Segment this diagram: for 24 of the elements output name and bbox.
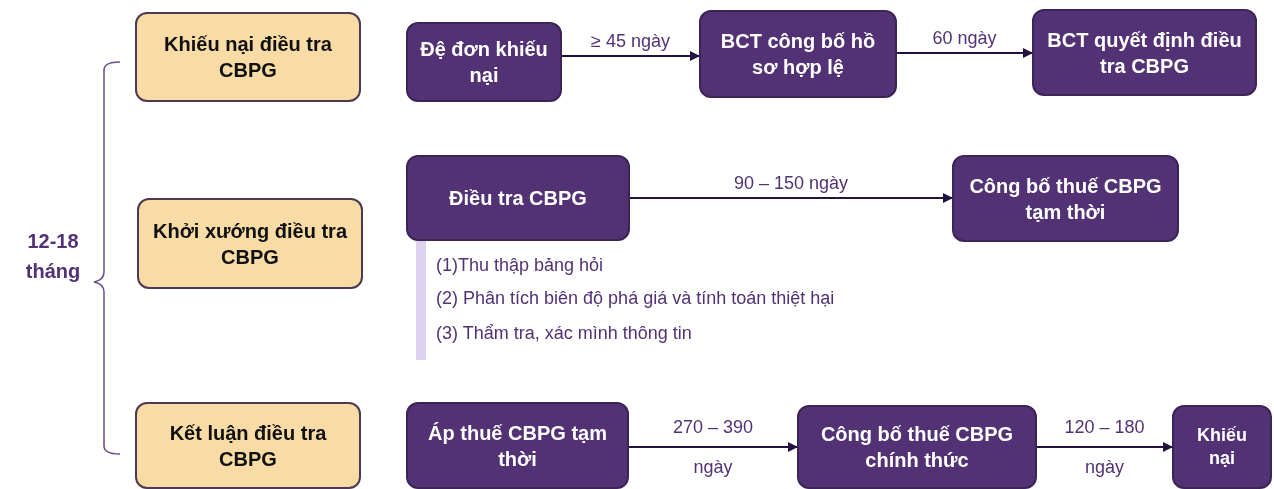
stage-box: Kết luận điều tra CBPG (135, 402, 361, 489)
process-box: Công bố thuế CBPG tạm thời (952, 155, 1179, 242)
process-box: BCT công bố hồ sơ hợp lệ (699, 10, 897, 98)
arrow (896, 48, 1033, 58)
edge-label: 90 – 150 ngày (732, 172, 850, 194)
arrow (1036, 442, 1173, 452)
time-span-label: 12-18 tháng (24, 229, 82, 284)
stage-box: Khiếu nại điều tra CBPG (135, 12, 361, 102)
arrow (561, 51, 700, 61)
list-item: (2) Phân tích biên độ phá giá và tính toán thiệt hại (436, 288, 835, 309)
edge-label: 120 – 180 ngày (1063, 416, 1146, 479)
process-box: Khiếu nại (1172, 405, 1272, 489)
edge-label: ≥ 45 ngày (590, 30, 671, 52)
stage-box: Khởi xướng điều tra CBPG (137, 198, 363, 289)
edge-label: 60 ngày (931, 27, 998, 49)
arrow (629, 193, 953, 203)
process-box: BCT quyết định điều tra CBPG (1032, 9, 1257, 96)
process-box: Đệ đơn khiếu nại (406, 22, 562, 102)
list-item: (3) Thẩm tra, xác mình thông tin (436, 323, 692, 344)
process-box: Công bố thuế CBPG chính thức (797, 405, 1037, 489)
arrow (628, 442, 798, 452)
edge-label: 270 – 390 ngày (671, 416, 755, 479)
process-box: Áp thuế CBPG tạm thời (406, 402, 629, 489)
process-box: Điều tra CBPG (406, 155, 630, 241)
